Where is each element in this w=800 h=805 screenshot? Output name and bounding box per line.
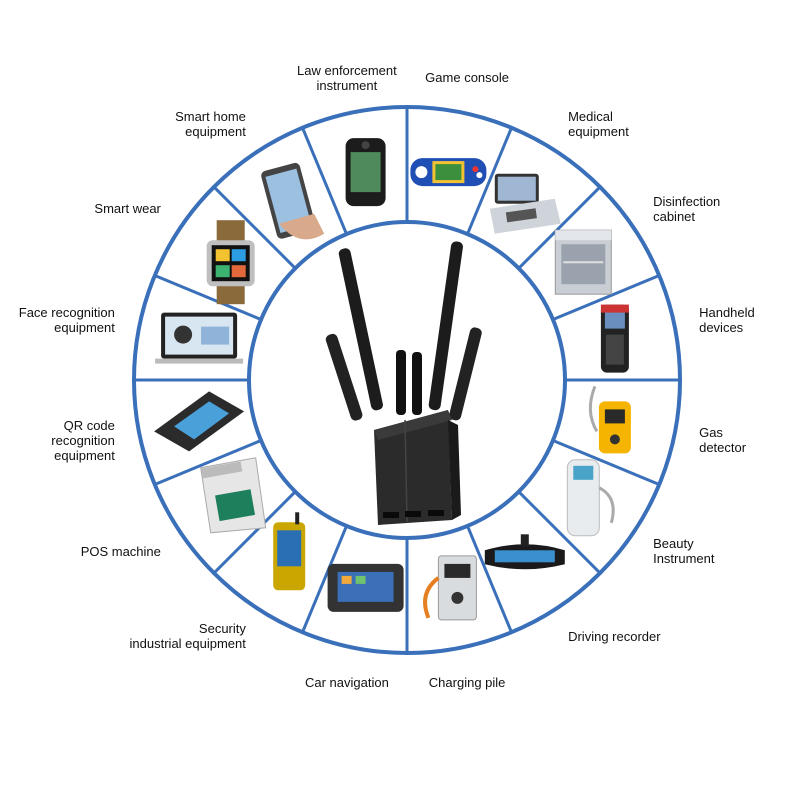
disinfection-cabinet-icon — [554, 229, 612, 295]
segment-label: Driving recorder — [568, 629, 660, 644]
segment-label-line: equipment — [54, 319, 115, 335]
segment-label-line: POS machine — [80, 543, 161, 559]
segment-label-line: Charging pile — [428, 674, 506, 690]
router-icon — [325, 241, 482, 525]
segment-divider — [552, 274, 660, 321]
game-console-icon — [410, 158, 487, 187]
pos-machine-icon — [200, 457, 267, 534]
segment-label-line: Disinfection — [653, 193, 721, 209]
qr-code-recognition-icon — [154, 391, 245, 452]
segment-label-line: Handheld — [699, 304, 755, 320]
segment-divider — [154, 439, 262, 486]
segment-divider — [552, 439, 660, 486]
segment-divider — [212, 490, 297, 575]
segment-label: Car navigation — [305, 675, 389, 690]
segment-divider — [466, 525, 513, 633]
segment-label-line: Face recognition — [18, 304, 115, 320]
segment-label-line: equipment — [185, 123, 246, 139]
segment-label: Charging pile — [429, 675, 506, 690]
segment-divider — [517, 490, 602, 575]
segment-label-line: Medical — [568, 108, 613, 124]
segment-label-line: Beauty — [653, 536, 694, 552]
segment-divider — [154, 274, 262, 321]
segment-label-line: Car navigation — [304, 674, 389, 690]
smart-home-icon — [261, 162, 325, 240]
handheld-device-icon — [600, 304, 629, 373]
segment-divider — [301, 127, 348, 235]
segment-divider — [466, 127, 513, 235]
car-navigation-icon — [327, 563, 404, 612]
smart-wear-icon — [206, 220, 255, 305]
segment-divider — [212, 185, 297, 270]
segment-label-line: Smart wear — [94, 201, 161, 217]
segment-label-line: equipment — [54, 447, 115, 463]
segment-label-line: detector — [699, 440, 747, 456]
segment-label: Smart wear — [94, 201, 160, 216]
segment-divider — [517, 185, 602, 270]
segment-divider — [301, 525, 348, 633]
segment-label-line: Smart home — [175, 108, 246, 124]
segment-label-line: QR code — [63, 417, 115, 433]
segment-label-line: Driving recorder — [568, 628, 661, 644]
charging-pile-icon — [423, 555, 477, 621]
security-industrial-icon — [273, 512, 306, 591]
medical-equipment-icon — [489, 173, 561, 234]
segment-label-line: recognition — [51, 432, 115, 448]
outer-ring — [132, 105, 682, 655]
segment-label-line: Game console — [425, 70, 510, 86]
segment-label-line: industrial equipment — [129, 636, 246, 652]
driving-recorder-icon — [484, 534, 565, 570]
segment-label: POS machine — [81, 544, 161, 559]
gas-detector-icon — [588, 385, 631, 454]
inner-ring — [247, 220, 567, 540]
segment-label-line: instrument — [316, 77, 378, 93]
segment-label-line: Security — [198, 621, 246, 637]
segment-label-line: equipment — [568, 123, 629, 139]
law-enforcement-icon — [345, 138, 386, 207]
segment-label-line: Gas — [699, 425, 723, 441]
face-recognition-icon — [155, 312, 244, 364]
segment-label-line: Instrument — [653, 551, 715, 567]
segment-label: Game console — [425, 70, 509, 85]
segment-label-line: Law enforcement — [297, 62, 397, 78]
segment-label-line: cabinet — [653, 208, 696, 224]
segment-label-line: devices — [699, 319, 744, 335]
beauty-instrument-icon — [566, 459, 615, 537]
